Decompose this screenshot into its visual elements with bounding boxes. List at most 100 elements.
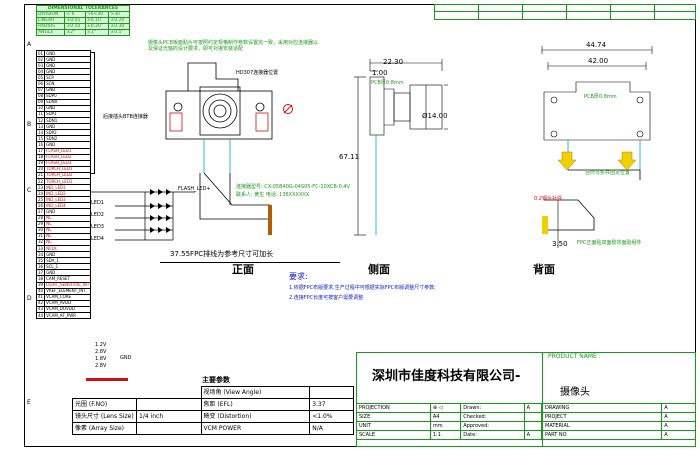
title-divider	[542, 352, 543, 447]
tolerance-table: DIMENSIONAL TOLERANCES DIVISION < 6 >6<3…	[35, 5, 130, 36]
approval-cell: PROJECTION	[356, 403, 431, 413]
pin-voltage: 2.8V	[95, 363, 107, 369]
back-connector-label: 后接插头BTB连接器	[103, 114, 148, 120]
pin-voltage: 1.2V	[95, 342, 107, 348]
approval-cell: A	[523, 403, 543, 413]
approval-table: PROJECTION ⊕ ◁ Drawn: A SIZE A4 Checked:…	[356, 403, 543, 440]
led-circuit	[90, 189, 195, 241]
spec-cell: VCM POWER	[200, 422, 311, 435]
led-label: LED4	[91, 236, 104, 242]
back-note-tape: FPC正面贴双面胶背面贴组件	[577, 240, 642, 246]
approval-cell: Checked:	[460, 412, 525, 422]
approval-cell: Drawn:	[460, 403, 525, 413]
led-label: LED3	[91, 224, 104, 230]
dim-side-height: 67.11	[339, 153, 360, 161]
tolerance-cell: ANGLE	[35, 29, 66, 36]
dim-back-tail: 3.50	[552, 240, 568, 248]
fpc-spec-contact: 联系人: 黄生 电话: 136XXXXXX	[236, 192, 310, 198]
zone-marker-b: B	[27, 121, 32, 128]
product-cell: A	[661, 403, 696, 413]
approval-cell: mm	[429, 421, 462, 431]
approval-cell: SCALE	[356, 430, 431, 440]
approval-cell: UNIT	[356, 421, 431, 431]
notes-title: 要求:	[289, 272, 308, 281]
fpc-length-line	[160, 262, 340, 263]
connector-bracket	[90, 52, 95, 174]
spec-cell: 畸变 (Distortion)	[200, 410, 311, 423]
side-view-title: 侧面	[368, 263, 390, 276]
front-part-label: HD307连接器位置	[236, 70, 279, 76]
spec-cell: 像素 (Array Size)	[72, 422, 137, 435]
red-marker-bar	[86, 378, 128, 381]
pin-voltage: 2.8V	[95, 349, 107, 355]
front-view-title: 正面	[232, 263, 254, 276]
product-cell: A	[661, 430, 696, 440]
front-view-drawing	[165, 62, 273, 235]
product-cell: PROJECT	[541, 412, 663, 422]
spec-title: 主要参数	[202, 376, 230, 384]
approval-cell	[523, 412, 543, 422]
zone-marker-a: A	[27, 41, 32, 48]
product-name: 摄像头	[560, 387, 590, 398]
tolerance-cell: ±0.5°	[108, 29, 130, 36]
approval-cell: SIZE	[356, 412, 431, 422]
esd-icon	[283, 104, 293, 114]
led-label: LED1	[91, 200, 104, 206]
spec-cell: N/A	[309, 422, 354, 435]
revision-block	[434, 4, 696, 20]
revision-divider	[434, 11, 696, 12]
zone-marker-d: D	[27, 295, 32, 302]
approval-cell: A4	[429, 412, 462, 422]
led-label: FLASH_LED+	[178, 186, 211, 192]
led-label: LED2	[91, 212, 104, 218]
approval-cell: 1:1	[429, 430, 462, 440]
product-cell: PART NO	[541, 430, 663, 440]
spec-cell	[136, 398, 202, 411]
zone-marker-c: C	[27, 187, 32, 194]
product-table: DRAWING A PROJECT A MATERIAL A PART NO A	[541, 403, 696, 440]
back-note-stiffener: 0.2钢片补强	[534, 196, 562, 202]
top-note: 摄像头PCB板面贴片可按照约定规格制作参数设置完一致，采用对应连接器以及保证光轴…	[148, 40, 318, 52]
product-cell: DRAWING	[541, 403, 663, 413]
back-view-drawing	[541, 46, 653, 248]
approval-cell: Approved:	[460, 421, 525, 431]
pin-name: VCAM_AF_PWR	[44, 312, 92, 320]
spec-cell: 镜头尺寸 (Lens Size)	[72, 410, 137, 423]
spec-cell: 3.37	[309, 398, 354, 411]
spec-cell: 焦距 (EFL)	[200, 398, 311, 411]
dim-back-inner: 42.00	[588, 57, 609, 65]
tolerance-title: DIMENSIONAL TOLERANCES	[36, 5, 130, 12]
zone-marker-e: E	[27, 399, 31, 406]
approval-cell: Date:	[460, 430, 525, 440]
spec-cell: <1.0%	[309, 410, 354, 423]
spec-cell: 光圈 (F.NO)	[72, 398, 137, 411]
dim-side-diameter: Ø14.00	[422, 112, 448, 120]
spec-cell	[309, 386, 354, 399]
approval-cell: A	[523, 430, 543, 440]
back-pcb-label: PCB厚0.8mm	[584, 94, 617, 100]
side-pcb-label: PCB厚0.8mm	[371, 80, 404, 86]
back-note-bend: 自然弯折并固定位置	[585, 170, 631, 176]
spec-cell	[137, 387, 202, 399]
gnd-label: GND	[120, 355, 132, 361]
spec-cell	[136, 422, 202, 435]
product-cell: A	[661, 421, 696, 431]
approval-cell	[523, 421, 543, 431]
tolerance-cell: ±2°	[64, 29, 87, 36]
dim-side-step: 1.00	[372, 69, 388, 77]
fpc-length-label: 37.55FPC排线为参考尺寸可加长	[170, 250, 274, 258]
fpc-spec: 连接器型号: CX-05B40G-04S05-FC-10XCB-0.4V	[236, 184, 350, 190]
back-view-title: 背面	[533, 263, 555, 276]
spec-cell: 视场角 (View Angle)	[200, 386, 311, 399]
spec-cell: 1/4 inch	[136, 410, 202, 423]
notes-line: 1.依据FPC布版要求,生产过程中可根据实际FPC布版调整尺寸参数;	[289, 285, 436, 291]
product-cell: MATERIAL	[541, 421, 663, 431]
company-name: 深圳市佳度科技有限公司-	[372, 369, 521, 384]
approval-cell: ⊕ ◁	[429, 403, 462, 413]
dim-back-outer: 44.74	[586, 41, 607, 49]
title-block	[356, 352, 696, 447]
product-name-label: PRODUCT NAME :	[548, 353, 601, 360]
notes-line: 2.连接FPC长度可按客户需要调整	[289, 295, 364, 301]
